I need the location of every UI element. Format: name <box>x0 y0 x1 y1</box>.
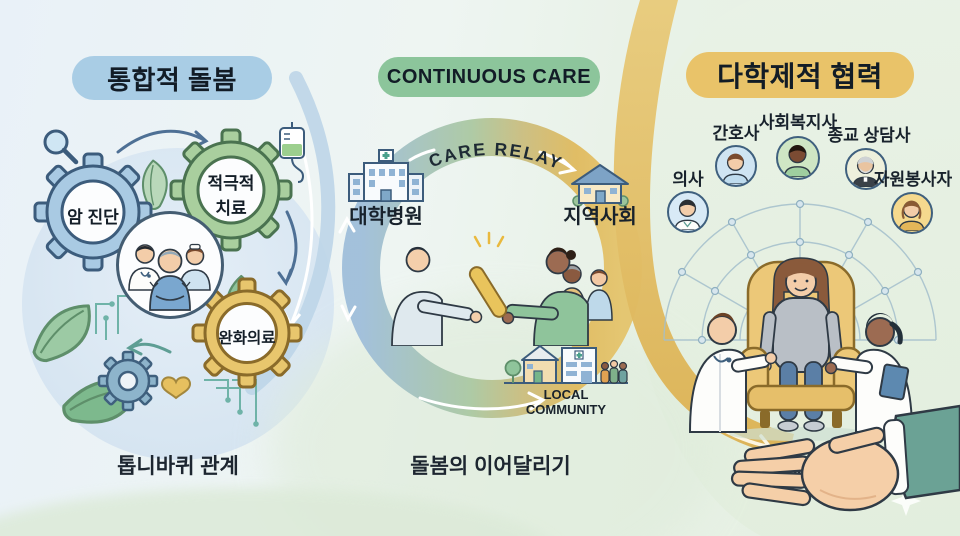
gear-palliative-care <box>191 277 303 389</box>
nurse-label: 간호사 <box>712 124 760 143</box>
heart-icon <box>160 376 192 400</box>
integrated-care-header-pill: 통합적 돌봄 <box>72 56 272 100</box>
volunteer-avatar <box>891 192 933 234</box>
hospital-label: 대학병원 <box>349 206 423 228</box>
volunteer-label: 자원봉사자 <box>873 170 953 189</box>
magnifier-icon <box>43 129 79 165</box>
gear-active-treatment-label: 적극적 치료 <box>207 174 255 218</box>
doctor-label: 의사 <box>672 170 704 189</box>
baton-handoff-illustration <box>391 231 613 346</box>
sparkle-icon <box>891 486 921 516</box>
doctor-avatar-icon <box>674 199 701 230</box>
social-worker-label: 사회복지사 <box>758 113 838 132</box>
chaplain-avatar-icon <box>852 156 879 187</box>
continuous-care-header-label: CONTINUOUS CARE <box>386 65 592 88</box>
local-community-label: LOCAL COMMUNITY <box>525 387 607 417</box>
social-worker-avatar-icon <box>783 144 812 177</box>
integrated-care-caption: 톱니바퀴 관계 <box>117 455 239 478</box>
small-gear-icon <box>97 350 159 412</box>
continuous-care-header-pill: CONTINUOUS CARE <box>378 57 600 97</box>
social-worker-avatar <box>776 136 820 180</box>
chaplain-avatar <box>845 148 887 190</box>
gear-palliative-care-label: 완화의료 <box>218 330 276 347</box>
circuit-icon <box>95 295 257 424</box>
medical-team-illustration <box>128 243 211 311</box>
nurse-avatar-icon <box>722 153 749 184</box>
community-label: 지역사회 <box>563 206 637 228</box>
patient-care-illustration <box>688 257 914 441</box>
doctor-avatar <box>667 191 709 233</box>
medical-team-circle <box>116 211 224 319</box>
gold-swoosh <box>613 0 794 458</box>
iv-drip-icon <box>279 122 305 183</box>
gear-cancer-diagnosis-label: 암 진단 <box>67 208 119 227</box>
community-buildings-icon <box>504 345 628 384</box>
ring-arrows <box>338 148 578 411</box>
multidisciplinary-header-label: 다학제적 협력 <box>717 61 883 92</box>
relay-baton-icon <box>468 266 508 318</box>
nurse-avatar <box>715 145 757 187</box>
gear-active-treatment <box>169 128 293 252</box>
volunteer-avatar-icon <box>898 200 925 231</box>
house-icon <box>571 164 629 207</box>
integrated-care-header-label: 통합적 돌봄 <box>107 64 237 95</box>
continuous-care-caption: 돌봄의 이어달리기 <box>410 455 571 478</box>
multidisciplinary-header-pill: 다학제적 협력 <box>686 52 914 98</box>
supporting-hand-icon <box>730 404 960 512</box>
chaplain-label: 종교 상담사 <box>827 126 911 145</box>
hospital-icon <box>348 149 424 202</box>
